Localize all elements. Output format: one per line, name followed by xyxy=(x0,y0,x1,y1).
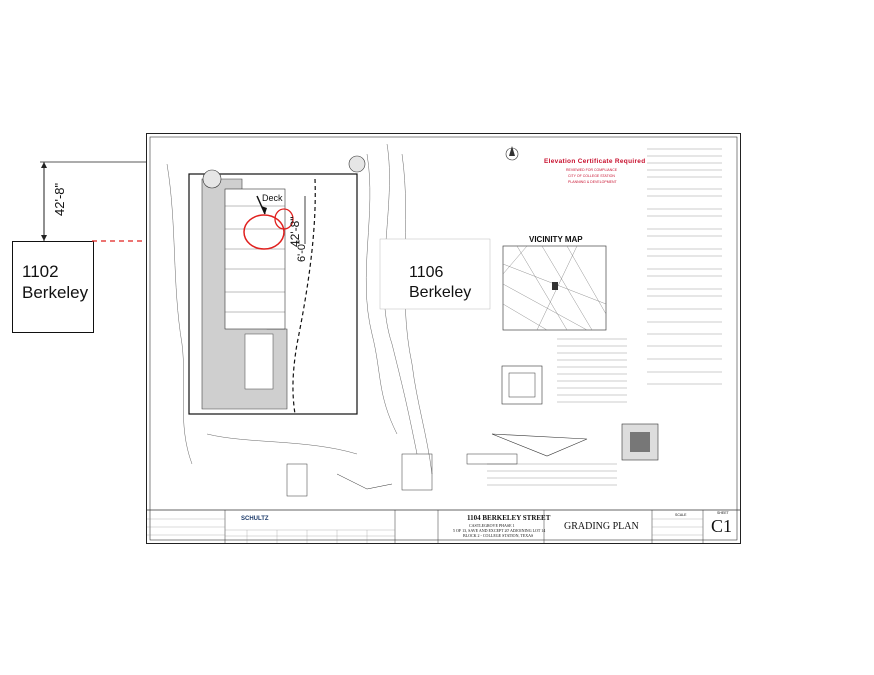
vicinity-map-title: VICINITY MAP xyxy=(529,235,583,244)
sheet-number: C1 xyxy=(711,516,733,536)
project-lot: 5 OF 13, SAVE AND EXCEPT 20' ADJOINING L… xyxy=(453,528,546,533)
scale-label: SCALE xyxy=(675,513,687,517)
neighbor-1102-box: 1102 Berkeley xyxy=(12,241,94,333)
drawing-sheet xyxy=(146,133,741,544)
deck-setback-dimension: 6'-0" xyxy=(296,240,308,262)
deck-label: Deck xyxy=(262,193,283,203)
elevation-notice-line3: PLANNING & DEVELOPMENT xyxy=(568,180,617,184)
neighbor-1102-label: 1102 Berkeley xyxy=(22,262,89,302)
elevation-notice-line2: CITY OF COLLEGE STATION xyxy=(568,174,615,178)
project-subdivision: CASTLEGROVE PHASE 1 xyxy=(469,523,515,528)
project-address: 1104 BERKELEY STREET xyxy=(467,514,551,522)
grading-plan-drawing xyxy=(147,136,740,543)
sheet-label: SHEET xyxy=(717,511,729,515)
neighbor-1106-label: 1106 Berkeley xyxy=(409,264,472,301)
plan-title: GRADING PLAN xyxy=(564,521,639,532)
elevation-notice-line1: REVIEWED FOR COMPLIANCE xyxy=(566,168,618,172)
company-logo: SCHULTZ xyxy=(241,516,269,522)
project-block: BLOCK 2 - COLLEGE STATION, TEXAS xyxy=(463,533,534,538)
elevation-notice-title: Elevation Certificate Required xyxy=(544,158,646,165)
